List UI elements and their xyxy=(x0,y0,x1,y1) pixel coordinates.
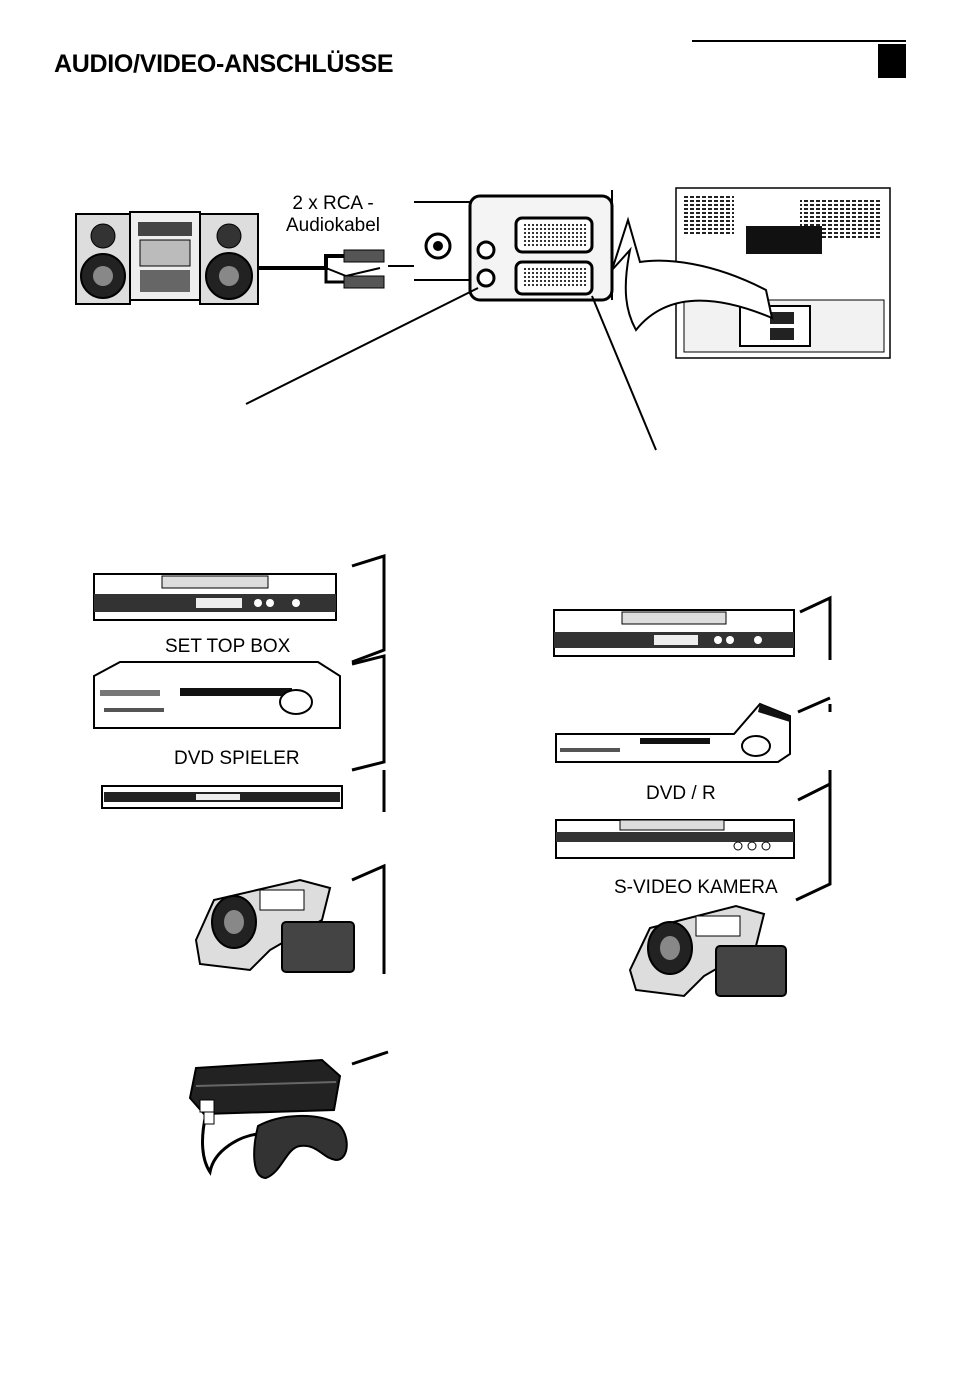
dvd-player-icon xyxy=(94,662,340,728)
set-top-box-icon xyxy=(94,574,336,620)
left-brackets xyxy=(352,556,388,1064)
camcorder-icon xyxy=(196,880,354,972)
thin-dvd-player-icon xyxy=(102,786,342,808)
slim-dvd-player-icon xyxy=(556,704,790,762)
tv-back-panel-icon xyxy=(612,188,890,358)
set-top-box-right-icon xyxy=(554,610,794,656)
leader-lines xyxy=(246,288,656,450)
dvd-recorder-icon xyxy=(556,820,794,858)
game-console-icon xyxy=(190,1060,347,1178)
tv-connector-panel xyxy=(414,190,612,300)
stereo-system-icon xyxy=(76,212,258,304)
right-brackets xyxy=(796,598,830,900)
camcorder-right-icon xyxy=(630,906,786,996)
